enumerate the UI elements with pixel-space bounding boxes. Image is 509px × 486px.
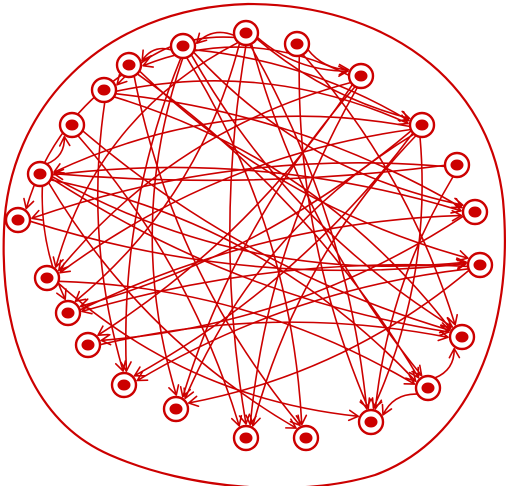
- edge-arrow: [250, 43, 423, 377]
- edge-arrow: [46, 135, 71, 165]
- node-core: [11, 214, 25, 226]
- node-core: [65, 119, 79, 131]
- node-core: [81, 339, 95, 351]
- graph-node: [4, 206, 32, 234]
- edge-arrow: [370, 175, 454, 410]
- edge-arrow: [41, 185, 67, 301]
- node-core: [421, 382, 435, 394]
- graph-node: [74, 331, 102, 359]
- edge-arrow: [81, 130, 451, 334]
- node-core: [455, 331, 469, 343]
- edge-arrow: [302, 53, 459, 326]
- graph-node: [90, 76, 118, 104]
- node-core: [468, 206, 482, 218]
- edge-arrow: [307, 48, 350, 76]
- graph-node: [414, 374, 442, 402]
- node-core: [354, 70, 368, 82]
- graph-node: [357, 408, 385, 436]
- graph-node: [115, 51, 143, 79]
- graph-node: [461, 198, 489, 226]
- edge-arrow: [29, 220, 467, 272]
- node-core: [299, 432, 313, 444]
- graph-node: [408, 111, 436, 139]
- node-core: [239, 432, 253, 444]
- edge-arrow: [51, 166, 462, 214]
- graph-node: [466, 251, 494, 279]
- graph-node: [443, 151, 471, 179]
- edge-arrow: [115, 92, 463, 209]
- node-core: [40, 272, 54, 284]
- edge-arrow: [50, 177, 450, 337]
- node-core: [97, 84, 111, 96]
- graph-node: [110, 371, 138, 399]
- edge-arrow: [136, 268, 469, 382]
- graph-node: [292, 424, 320, 452]
- edge-arrow: [371, 136, 423, 409]
- edge-arrow: [434, 347, 461, 379]
- edge-arrow: [256, 37, 411, 122]
- edge-arrow: [229, 44, 251, 425]
- graph-node: [232, 424, 260, 452]
- nodes-layer: [4, 19, 494, 452]
- edge-arrow: [113, 96, 452, 330]
- node-core: [117, 379, 131, 391]
- edge-arrow: [74, 42, 241, 302]
- edge-arrow: [47, 182, 297, 429]
- graph-node: [33, 264, 61, 292]
- node-core: [169, 403, 183, 415]
- edge-arrow: [58, 81, 352, 272]
- edge-arrow: [195, 31, 235, 44]
- edge-arrow: [96, 101, 127, 372]
- edge-arrow: [59, 128, 412, 274]
- edge-arrow: [190, 54, 454, 328]
- graph-node: [283, 30, 311, 58]
- node-core: [176, 40, 190, 52]
- graph-node: [169, 32, 197, 60]
- node-core: [122, 59, 136, 71]
- edge-arrow: [249, 44, 372, 410]
- edge-arrow: [58, 280, 416, 385]
- node-core: [290, 38, 304, 50]
- edge-arrow: [245, 87, 359, 426]
- edge-arrow: [57, 282, 359, 422]
- edge-arrow: [133, 75, 301, 427]
- edge-arrow: [53, 115, 411, 174]
- edge-arrow: [151, 57, 184, 396]
- edge-arrow: [183, 133, 415, 400]
- node-core: [450, 159, 464, 171]
- edge-arrow: [194, 49, 410, 122]
- node-core: [61, 307, 75, 319]
- graph-node: [232, 19, 260, 47]
- edges-layer: [23, 31, 470, 429]
- graph-node: [54, 299, 82, 327]
- node-core: [239, 27, 253, 39]
- edge-arrow: [136, 73, 420, 379]
- edge-arrow: [298, 55, 371, 410]
- edge-arrow: [81, 263, 469, 315]
- edge-arrow: [79, 209, 463, 311]
- node-core: [415, 119, 429, 131]
- graph-node: [448, 323, 476, 351]
- graph-node: [162, 395, 190, 423]
- node-core: [33, 168, 47, 180]
- edge-arrow: [77, 134, 243, 427]
- node-core: [364, 416, 378, 428]
- graph-node: [26, 160, 54, 188]
- edge-arrow: [179, 85, 356, 398]
- edge-arrow: [50, 179, 417, 382]
- graph-node: [58, 111, 86, 139]
- edge-arrow: [381, 393, 418, 416]
- node-core: [473, 259, 487, 271]
- graph-node: [347, 62, 375, 90]
